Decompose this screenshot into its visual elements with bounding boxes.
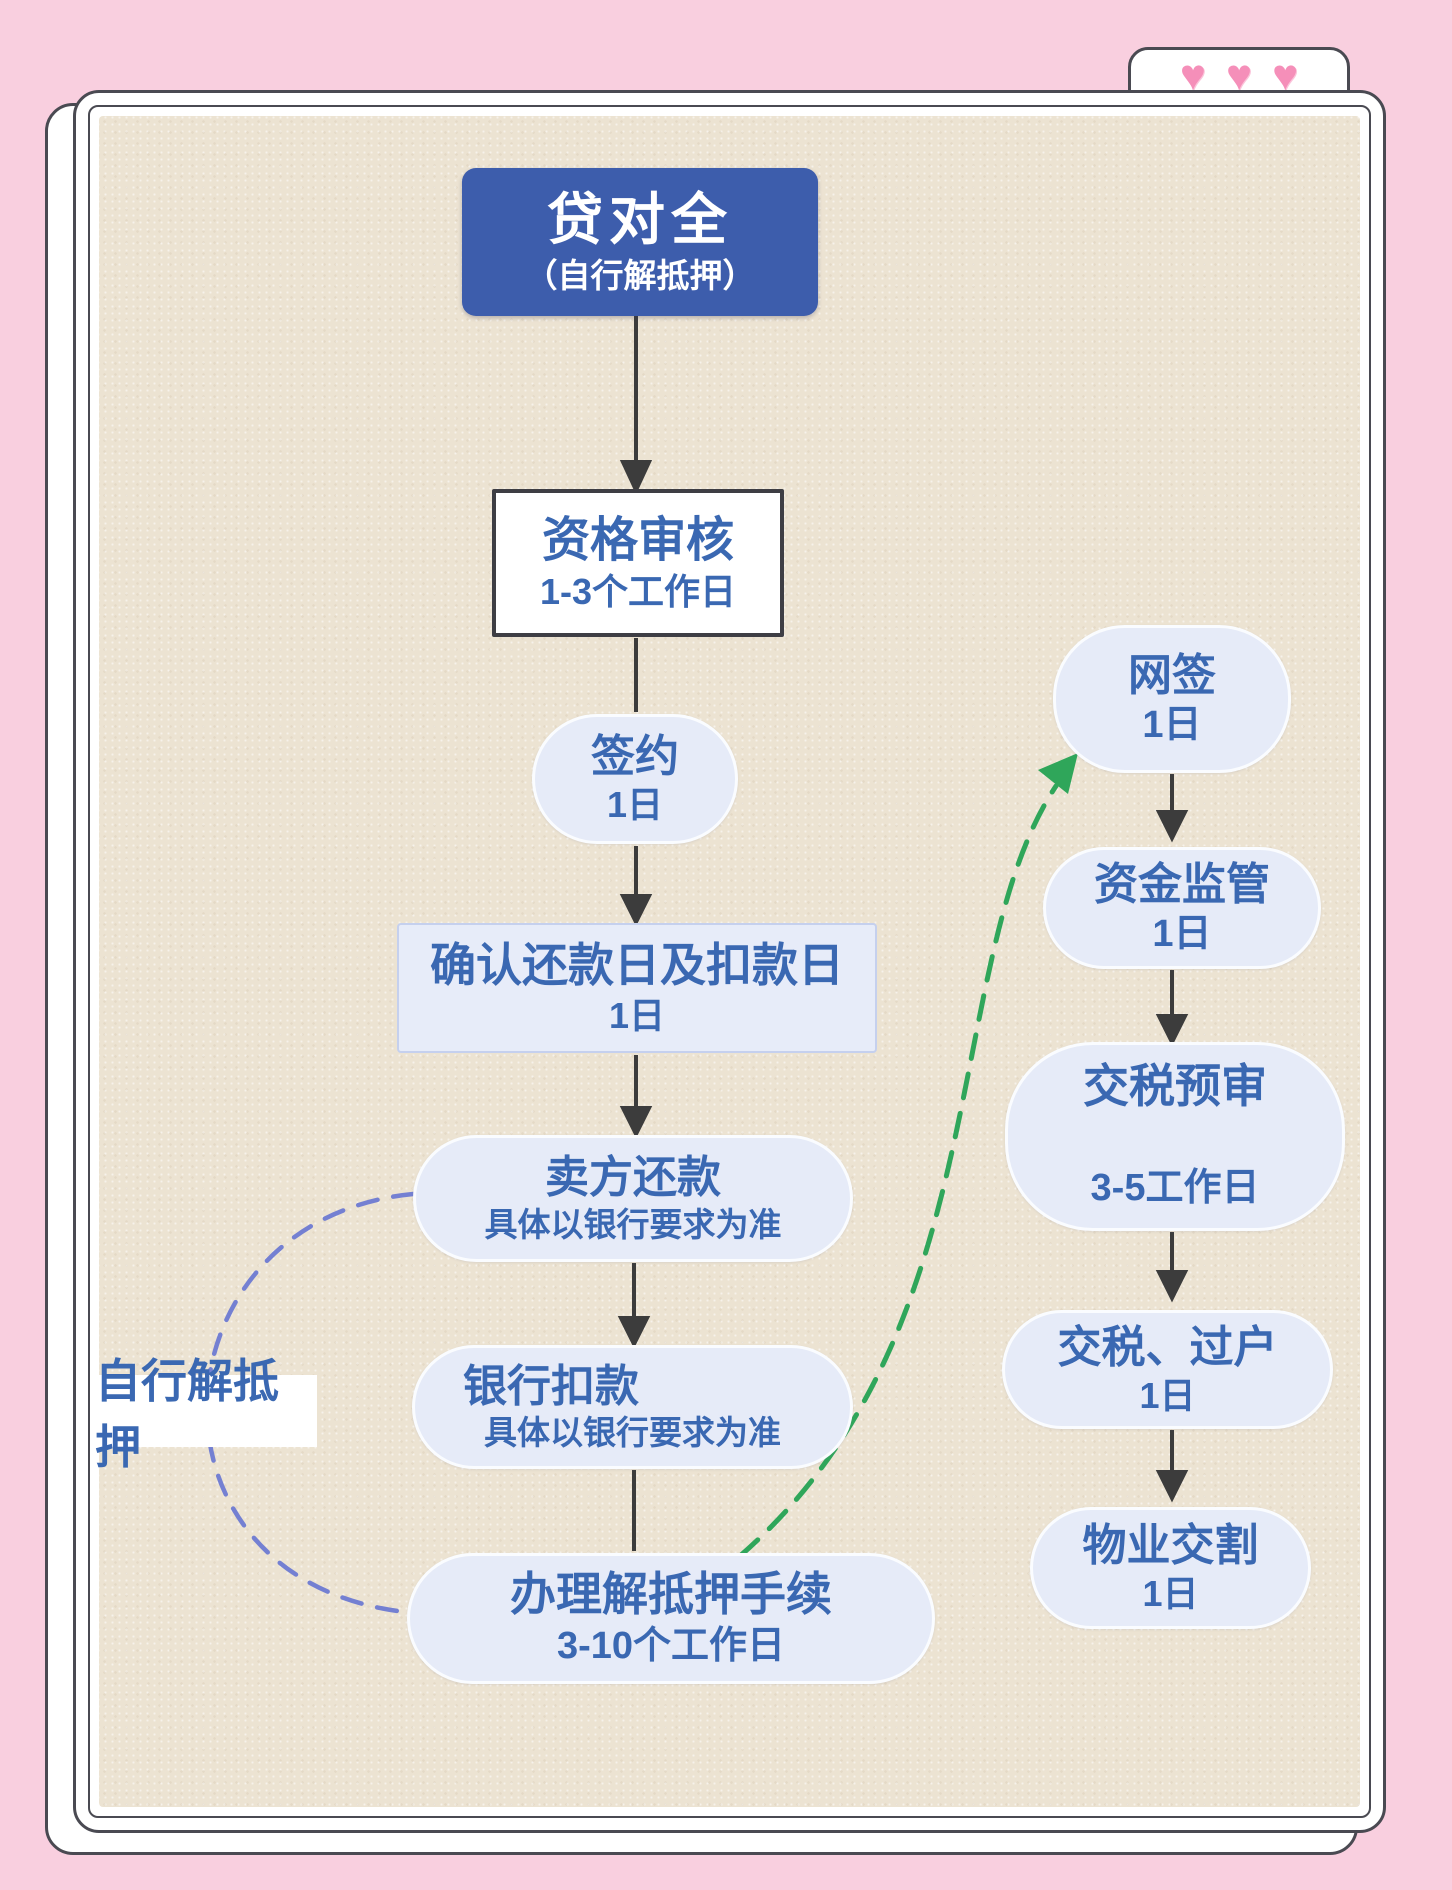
node-title: 确认还款日及扣款日: [430, 939, 844, 992]
node-mortgage-release-procedure: 办理解抵押手续 3-10个工作日: [407, 1553, 935, 1684]
node-fund-supervision: 资金监管 1日: [1043, 847, 1321, 969]
node-title: 交税、过户: [1057, 1322, 1278, 1372]
node-tax-and-transfer: 交税、过户 1日: [1002, 1310, 1333, 1429]
node-title: 交税预审: [1083, 1060, 1267, 1112]
node-title: 卖方还款: [545, 1153, 721, 1203]
node-title: 贷对全: [547, 188, 733, 252]
self-release-label: 自行解抵押: [95, 1355, 317, 1473]
node-online-signing: 网签 1日: [1053, 625, 1291, 773]
node-confirm-repayment-date: 确认还款日及扣款日 1日: [397, 923, 877, 1053]
node-subtitle: 1日: [1142, 704, 1202, 747]
node-subtitle: 3-5工作日: [1090, 1167, 1260, 1210]
node-title: 物业交割: [1082, 1521, 1259, 1571]
node-subtitle: 3-10个工作日: [556, 1624, 786, 1667]
node-title: 网签: [1128, 651, 1216, 701]
node-subtitle: 具体以银行要求为准: [484, 1414, 781, 1452]
node-subtitle: 1日: [1152, 913, 1212, 956]
node-subtitle: 具体以银行要求为准: [484, 1205, 782, 1243]
node-title: 资金监管: [1094, 860, 1270, 910]
node-loan-full-header: 贷对全 （自行解抵押）: [462, 168, 818, 316]
node-sign-contract: 签约 1日: [532, 714, 738, 844]
node-title: 资格审核: [541, 513, 734, 567]
node-seller-repayment: 卖方还款 具体以银行要求为准: [413, 1135, 853, 1262]
node-title: 银行扣款: [463, 1361, 639, 1411]
node-subtitle: 1日: [606, 784, 664, 826]
node-property-handover: 物业交割 1日: [1030, 1507, 1311, 1629]
node-title: 办理解抵押手续: [510, 1568, 832, 1621]
node-qualification-review: 资格审核 1-3个工作日: [492, 489, 784, 637]
node-subtitle: 1日: [1142, 1573, 1199, 1615]
node-subtitle: 1日: [1139, 1374, 1196, 1416]
node-subtitle: 1日: [608, 994, 666, 1036]
node-title: 签约: [591, 732, 679, 782]
node-bank-deduction: 银行扣款 具体以银行要求为准: [412, 1345, 853, 1469]
node-tax-pre-review: 交税预审 3-5工作日: [1005, 1042, 1345, 1231]
node-subtitle: 1-3个工作日: [539, 570, 737, 612]
node-subtitle: （自行解抵押）: [524, 256, 756, 294]
